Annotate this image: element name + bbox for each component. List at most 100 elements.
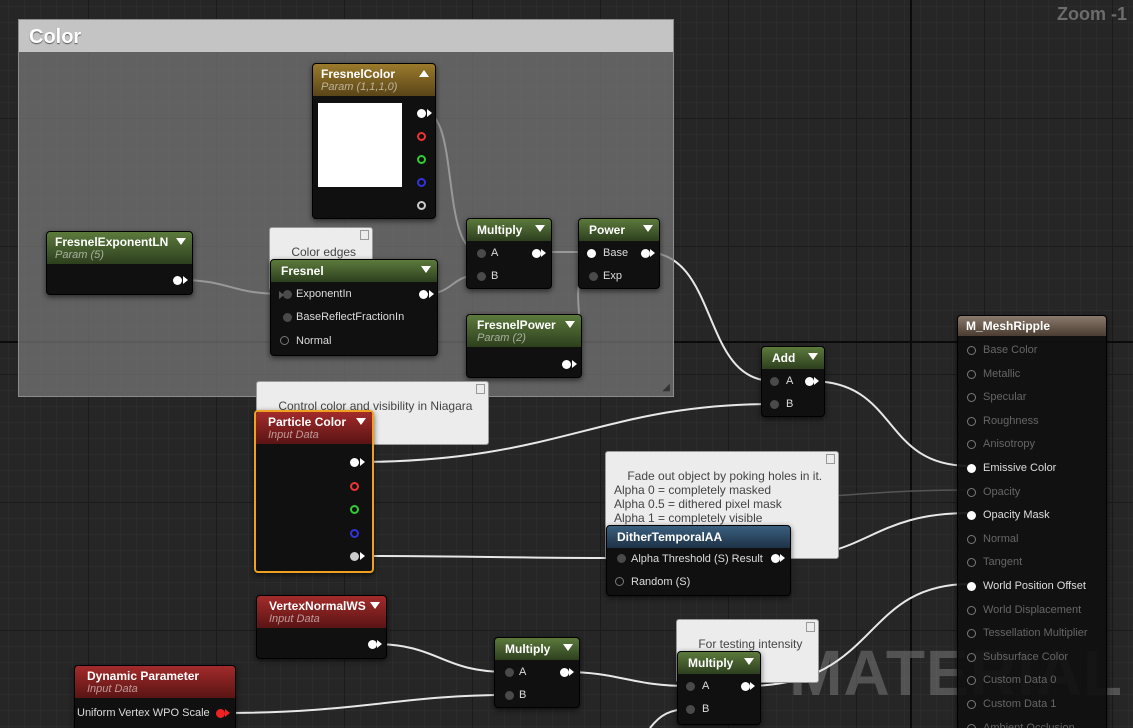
- input-pin-b[interactable]: [686, 705, 695, 714]
- result-input-pin[interactable]: [967, 440, 976, 450]
- expand-arrow-icon[interactable]: [643, 225, 653, 232]
- output-pin[interactable]: [641, 249, 650, 258]
- output-pin-b[interactable]: [417, 178, 426, 187]
- input-pin-a[interactable]: [477, 249, 486, 258]
- collapse-arrow-icon[interactable]: [419, 70, 429, 77]
- node-title: Add: [772, 351, 796, 365]
- node-vertex-normal-ws[interactable]: VertexNormalWS Input Data: [256, 595, 387, 659]
- result-input-pin[interactable]: [967, 511, 976, 521]
- output-pin-g[interactable]: [417, 155, 426, 164]
- node-particle-color[interactable]: Particle Color Input Data: [254, 410, 374, 573]
- node-header[interactable]: Power: [579, 219, 659, 241]
- node-header[interactable]: FresnelExponentLN Param (5): [47, 232, 192, 264]
- node-dynamic-parameter[interactable]: Dynamic Parameter Input Data Uniform Ver…: [74, 665, 236, 728]
- pin-comment-icon[interactable]: [826, 454, 836, 464]
- node-header[interactable]: Multiply: [495, 638, 579, 660]
- output-pin[interactable]: [741, 682, 750, 691]
- node-header[interactable]: Multiply: [678, 652, 760, 674]
- result-input-pin[interactable]: [967, 558, 976, 568]
- output-pin[interactable]: [368, 640, 377, 649]
- node-power[interactable]: Power Base Exp: [578, 218, 660, 289]
- output-pin[interactable]: [805, 377, 814, 386]
- input-pin-basereflect[interactable]: [283, 313, 292, 322]
- expand-arrow-icon[interactable]: [565, 321, 575, 328]
- node-header[interactable]: M_MeshRipple: [958, 316, 1106, 336]
- output-pin-r[interactable]: [417, 132, 426, 141]
- pin-comment-icon[interactable]: [360, 230, 370, 240]
- result-input-pin[interactable]: [967, 605, 976, 615]
- input-pin-exponentin[interactable]: [283, 290, 292, 299]
- node-fresnel-power[interactable]: FresnelPower Param (2): [466, 314, 582, 378]
- node-fresnel-color[interactable]: FresnelColor Param (1,1,1,0): [312, 63, 436, 219]
- node-fresnel[interactable]: Fresnel ExponentIn BaseReflectFractionIn…: [270, 259, 438, 356]
- output-pin-rgb[interactable]: [417, 109, 426, 118]
- output-pin-a[interactable]: [350, 552, 359, 561]
- node-header[interactable]: Add: [762, 347, 824, 369]
- input-pin-a[interactable]: [686, 682, 695, 691]
- output-pin-r[interactable]: [350, 482, 359, 491]
- pin-comment-icon[interactable]: [476, 384, 486, 394]
- input-pin-exp[interactable]: [589, 272, 598, 281]
- result-input-pin[interactable]: [967, 700, 976, 709]
- output-pin[interactable]: [173, 276, 182, 285]
- input-pin-a[interactable]: [770, 377, 779, 386]
- output-pin[interactable]: [419, 290, 428, 299]
- comment-group-title[interactable]: Color: [19, 20, 673, 52]
- node-multiply-1[interactable]: Multiply A B: [466, 218, 552, 289]
- expand-arrow-icon[interactable]: [370, 602, 380, 609]
- node-fresnel-exponent[interactable]: FresnelExponentLN Param (5): [46, 231, 193, 295]
- result-input-pin[interactable]: [967, 464, 976, 473]
- output-pin[interactable]: [771, 554, 780, 563]
- input-pin-normal[interactable]: [280, 336, 289, 345]
- resize-grip-icon[interactable]: ◢: [662, 382, 670, 393]
- node-header[interactable]: FresnelPower Param (2): [467, 315, 581, 347]
- result-input-pin[interactable]: [967, 723, 976, 728]
- output-pin-b[interactable]: [350, 529, 359, 538]
- expand-arrow-icon[interactable]: [176, 238, 186, 245]
- pin-comment-icon[interactable]: [806, 622, 816, 632]
- result-input-pin[interactable]: [967, 652, 976, 662]
- node-header[interactable]: Particle Color Input Data: [256, 412, 372, 444]
- result-input-pin[interactable]: [967, 393, 976, 403]
- node-dither-temporal-aa[interactable]: DitherTemporalAA Alpha Threshold (S) Res…: [606, 525, 791, 596]
- input-pin-b[interactable]: [505, 691, 514, 700]
- output-pin[interactable]: [560, 668, 569, 677]
- input-pin-base[interactable]: [587, 249, 596, 258]
- node-multiply-3[interactable]: Multiply A B: [677, 651, 761, 725]
- input-pin-b[interactable]: [477, 272, 486, 281]
- expand-arrow-icon[interactable]: [563, 644, 573, 651]
- node-add[interactable]: Add A B: [761, 346, 825, 417]
- node-header[interactable]: Fresnel: [271, 260, 437, 282]
- node-header[interactable]: FresnelColor Param (1,1,1,0): [313, 64, 435, 96]
- output-pin[interactable]: [562, 360, 571, 369]
- result-input-pin[interactable]: [967, 534, 976, 544]
- input-pin-b[interactable]: [770, 400, 779, 409]
- input-pin-alpha-threshold[interactable]: [617, 554, 626, 563]
- result-input-pin[interactable]: [967, 676, 976, 686]
- expand-arrow-icon[interactable]: [744, 658, 754, 665]
- result-input-pin[interactable]: [967, 582, 976, 591]
- output-pin-a[interactable]: [417, 201, 426, 210]
- result-input-pin[interactable]: [967, 416, 976, 426]
- expand-arrow-icon[interactable]: [808, 353, 818, 360]
- output-pin[interactable]: [532, 249, 541, 258]
- expand-arrow-icon[interactable]: [421, 266, 431, 273]
- expand-arrow-icon[interactable]: [356, 418, 366, 425]
- node-multiply-2[interactable]: Multiply A B: [494, 637, 580, 708]
- result-input-pin[interactable]: [967, 629, 976, 639]
- expand-arrow-icon[interactable]: [535, 225, 545, 232]
- output-pin-g[interactable]: [350, 505, 359, 514]
- output-pin-rgb[interactable]: [350, 458, 359, 467]
- node-header[interactable]: Multiply: [467, 219, 551, 241]
- node-header[interactable]: DitherTemporalAA: [607, 526, 790, 548]
- input-pin-random[interactable]: [615, 577, 624, 586]
- result-input-pin[interactable]: [967, 487, 976, 497]
- output-pin-wpo-scale[interactable]: [216, 709, 225, 718]
- result-input-pin[interactable]: [967, 346, 976, 355]
- result-input-pin[interactable]: [967, 369, 976, 379]
- input-pin-a[interactable]: [505, 668, 514, 677]
- node-header[interactable]: Dynamic Parameter Input Data: [75, 666, 235, 698]
- node-header[interactable]: VertexNormalWS Input Data: [257, 596, 386, 628]
